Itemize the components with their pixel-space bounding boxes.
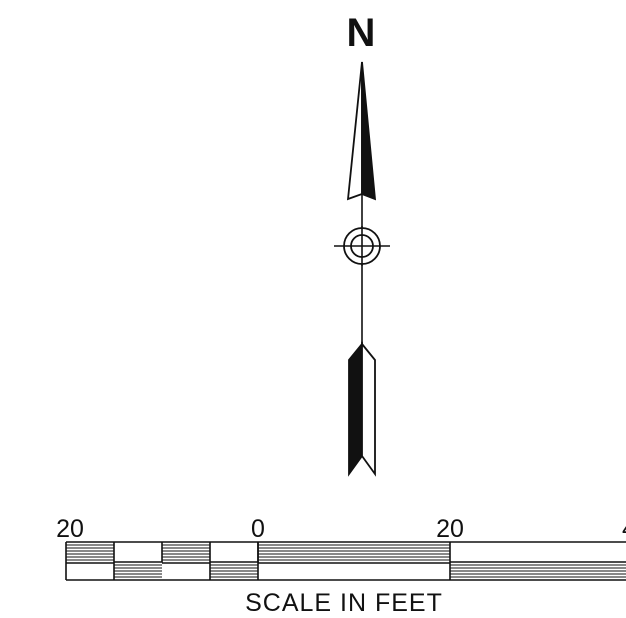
scale-label-zero: 0	[251, 515, 265, 543]
scale-label-right-20: 20	[436, 515, 464, 543]
scale-step-outline	[66, 562, 115, 580]
scale-label-left-20: 20	[56, 515, 84, 543]
scale-segment-5	[258, 544, 450, 564]
tail-white-half	[361, 341, 376, 477]
scale-segment-3	[162, 544, 210, 564]
scale-segment-2	[114, 561, 162, 578]
scale-caption: SCALE IN FEET	[245, 589, 443, 617]
scale-segment-4	[210, 561, 258, 578]
arrowhead-black-half	[361, 61, 377, 201]
scale-label-right-40: 4	[622, 515, 626, 543]
scale-bar: 20 0 20 4 SCALE IN FEET	[56, 515, 626, 617]
north-label: N	[347, 11, 376, 55]
north-arrow-icon: N	[334, 11, 390, 477]
center-target-icon	[334, 226, 390, 266]
scale-segment-6	[450, 561, 626, 578]
arrowhead-white-half	[346, 61, 363, 201]
scale-segment-1	[66, 544, 114, 564]
tail-black-half	[348, 341, 363, 477]
